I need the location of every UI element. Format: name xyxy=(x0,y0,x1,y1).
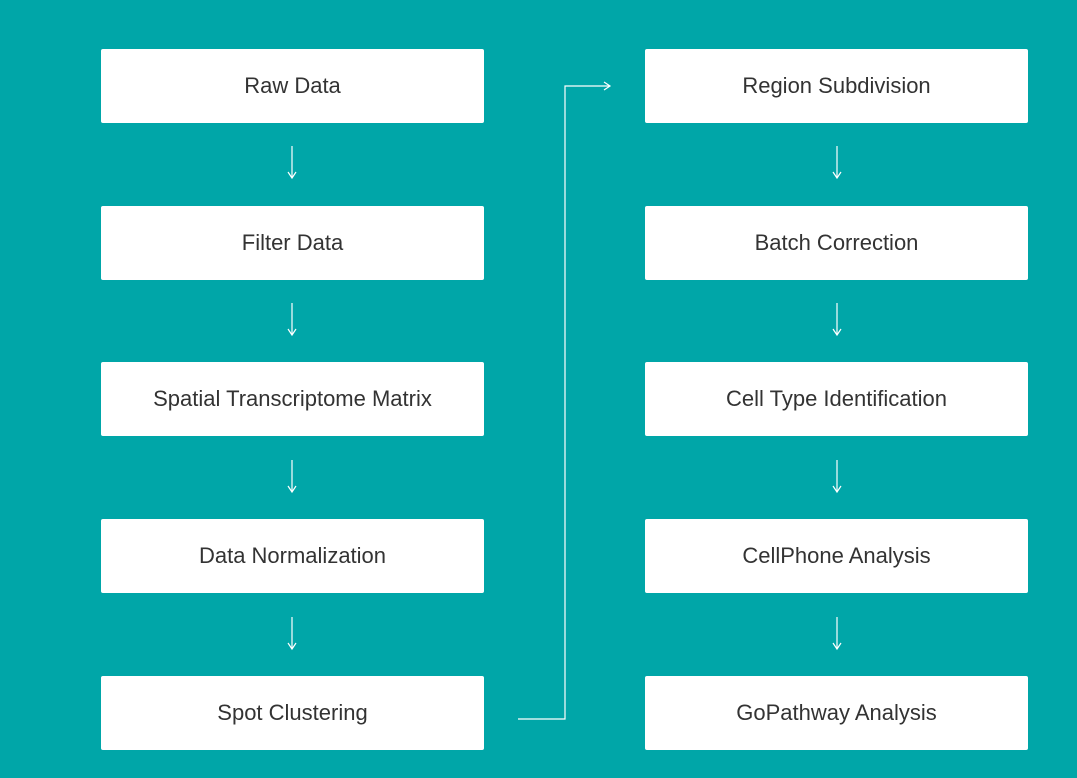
left-arrow-2 xyxy=(287,303,297,337)
step-spatial-transcriptome-matrix: Spatial Transcriptome Matrix xyxy=(101,362,484,436)
step-filter-data: Filter Data xyxy=(101,206,484,280)
step-batch-correction: Batch Correction xyxy=(645,206,1028,280)
step-region-subdivision: Region Subdivision xyxy=(645,49,1028,123)
step-cell-type-identification: Cell Type Identification xyxy=(645,362,1028,436)
left-arrow-3 xyxy=(287,460,297,494)
step-gopathway-analysis: GoPathway Analysis xyxy=(645,676,1028,750)
right-arrow-2 xyxy=(832,303,842,337)
step-data-normalization: Data Normalization xyxy=(101,519,484,593)
step-spot-clustering: Spot Clustering xyxy=(101,676,484,750)
right-arrow-1 xyxy=(832,146,842,180)
step-cellphone-analysis: CellPhone Analysis xyxy=(645,519,1028,593)
left-arrow-1 xyxy=(287,146,297,180)
bridge-connector-arrow xyxy=(518,81,612,720)
left-arrow-4 xyxy=(287,617,297,651)
right-arrow-3 xyxy=(832,460,842,494)
step-raw-data: Raw Data xyxy=(101,49,484,123)
right-arrow-4 xyxy=(832,617,842,651)
